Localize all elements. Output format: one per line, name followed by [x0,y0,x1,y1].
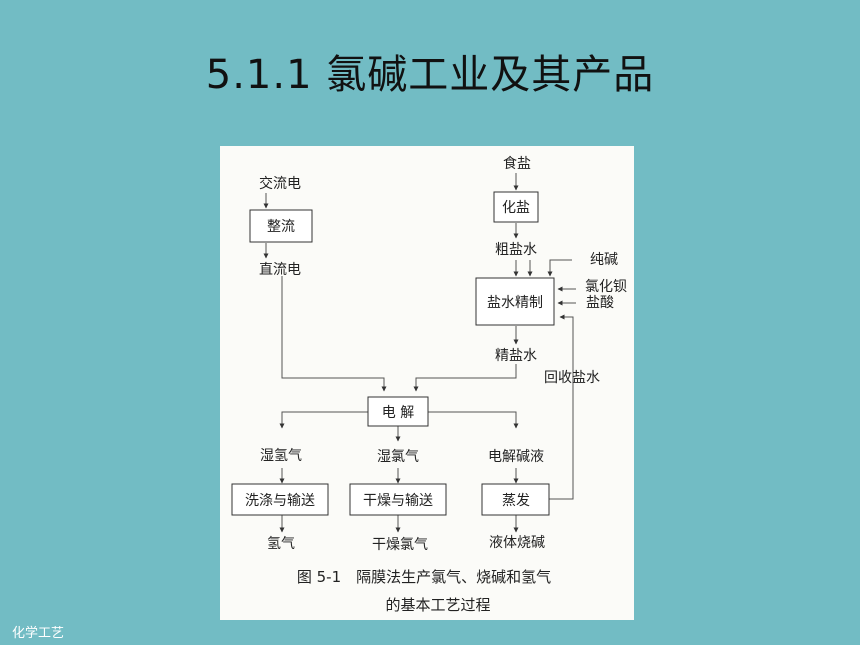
label-salt: 食盐 [503,155,531,172]
figure-caption-line2: 的基本工艺过程 [385,596,490,614]
box-dry-transport [349,483,447,516]
label-wash-transport: 洗涤与输送 [245,493,315,509]
label-hydrochloric-acid: 盐酸 [586,295,614,311]
edge-dc-to-electrolysis [281,276,387,392]
label-liquid-caustic: 液体烧碱 [489,535,545,551]
label-dissolve-salt: 化盐 [502,200,530,216]
edge-electrolysis-left-branch [279,411,368,429]
box-wash-transport [231,483,329,516]
label-barium-chloride: 氯化钡 [585,279,627,295]
label-crude-brine: 粗盐水 [495,242,537,258]
process-flow-diagram: 交流电 整流 直流电 食盐 化盐 粗盐水 纯碱 氯化钡 盐酸 盐水精制 精盐水 … [220,146,634,620]
label-electrolyte: 电解碱液 [488,449,544,465]
figure-caption-line1: 图 5-1 隔膜法生产氯气、烧碱和氢气 [297,568,551,586]
label-dry-chlorine: 干燥氯气 [372,537,428,553]
edge-soda-ash [547,259,572,277]
label-rectify: 整流 [267,219,295,235]
label-electrolysis: 电 解 [382,405,414,421]
footer-course-label: 化学工艺 [12,626,65,641]
slide-title: 5.1.1 氯碱工业及其产品 [205,52,655,98]
label-recycled-brine: 回收盐水 [544,370,600,386]
box-rectify [249,209,313,243]
edge-electrolysis-right-branch [428,411,519,429]
label-ac-power: 交流电 [259,175,301,192]
label-wet-hydrogen: 湿氢气 [260,448,302,464]
edge-recycled-brine-loop [549,314,574,500]
label-dry-transport: 干燥与输送 [363,493,433,509]
label-refined-brine: 精盐水 [495,348,537,364]
box-dissolve-salt [493,191,539,223]
label-hydrogen: 氢气 [267,536,295,552]
label-dc-power: 直流电 [259,261,301,278]
box-brine-refining [475,277,555,326]
edge-refined-to-electrolysis [413,364,517,392]
label-brine-refining: 盐水精制 [487,295,543,311]
label-soda-ash: 纯碱 [590,252,618,268]
label-evaporate: 蒸发 [502,493,530,509]
label-wet-chlorine: 湿氯气 [377,449,419,465]
box-electrolysis [367,396,429,427]
box-evaporate [481,483,550,516]
